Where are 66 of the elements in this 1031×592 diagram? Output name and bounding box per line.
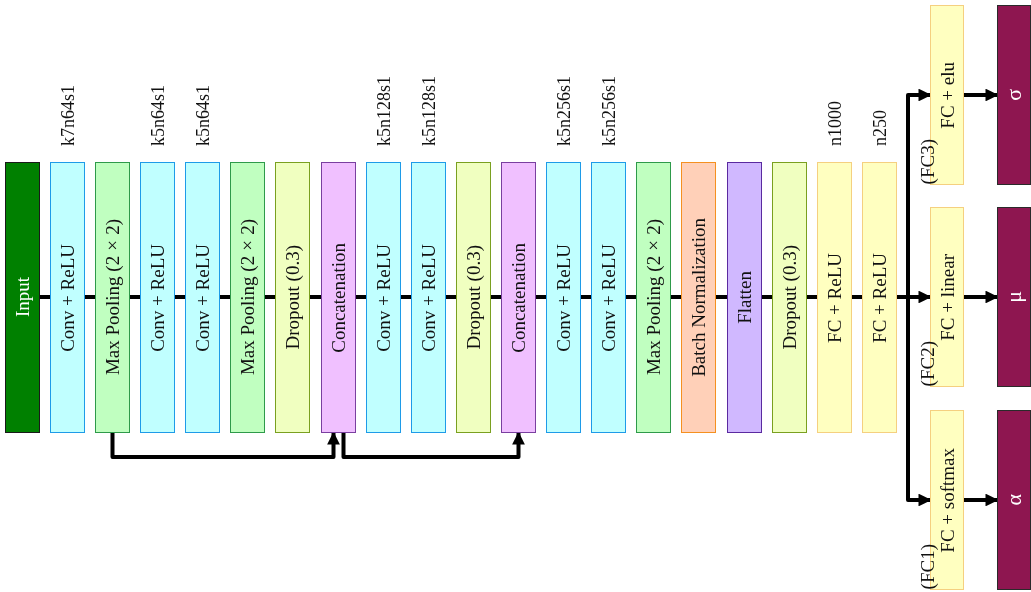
layer-box	[636, 162, 671, 433]
layer-param-label: k5n64s1	[148, 85, 167, 146]
layer-box	[140, 162, 175, 433]
layer-param-label: k5n256s1	[599, 76, 618, 146]
layer-box	[95, 162, 130, 433]
layer-box	[772, 162, 807, 433]
layer-param-label: k5n256s1	[554, 76, 573, 146]
layer-label: Concatenation	[329, 242, 348, 353]
layer-label: Batch Normalization	[689, 218, 708, 377]
output-symbol: α	[1003, 494, 1025, 506]
layer-box	[411, 162, 446, 433]
arrow	[964, 290, 999, 304]
layer-box	[817, 162, 852, 433]
layer-heading: (FC1)	[918, 543, 937, 589]
layer-param-label: k5n128s1	[374, 76, 393, 146]
layer-label: Flatten	[735, 271, 754, 324]
layer-label: FC + softmax	[937, 447, 957, 553]
layer-label: FC + ReLU	[870, 252, 889, 343]
layer-box	[501, 162, 536, 433]
layer-box	[591, 162, 626, 433]
layer-label: Conv + ReLU	[193, 243, 212, 352]
layer-label: Conv + ReLU	[554, 243, 573, 352]
layer-box	[727, 162, 762, 433]
layer-box	[50, 162, 85, 433]
arrow	[964, 493, 999, 507]
input-box	[5, 162, 40, 433]
arrow	[964, 88, 999, 102]
layer-param-label: n1000	[825, 101, 844, 146]
layer-heading: (FC3)	[918, 138, 937, 184]
layer-label: Dropout (0.3)	[464, 245, 483, 350]
layer-label: Conv + ReLU	[148, 243, 167, 352]
layer-box	[456, 162, 491, 433]
layer-label: FC + elu	[937, 61, 957, 129]
layer-label: FC + linear	[937, 253, 957, 341]
layer-label: Dropout (0.3)	[283, 245, 302, 350]
layer-box	[321, 162, 356, 433]
layer-label: Dropout (0.3)	[780, 245, 799, 350]
layer-box	[366, 162, 401, 433]
layer-label: Max Pooling (2×2)	[644, 219, 663, 376]
layer-box	[230, 162, 265, 433]
layer-label: Max Pooling (2×2)	[238, 219, 257, 376]
layer-box	[185, 162, 220, 433]
layer-label: Conv + ReLU	[419, 243, 438, 352]
layer-label: Conv + ReLU	[599, 243, 618, 352]
layer-label: Max Pooling (2×2)	[103, 219, 122, 376]
layer-label: FC + ReLU	[825, 252, 844, 343]
layer-label: Concatenation	[509, 242, 528, 353]
output-box	[997, 5, 1031, 185]
layer-param-label: n250	[870, 110, 889, 146]
output-symbol: σ	[1003, 89, 1025, 101]
layer-param-label: k5n128s1	[419, 76, 438, 146]
layer-label: Input	[13, 277, 32, 318]
layer-label: Conv + ReLU	[58, 243, 77, 352]
layer-label: Conv + ReLU	[374, 243, 393, 352]
layer-box	[546, 162, 581, 433]
layer-heading: (FC2)	[918, 340, 937, 386]
layer-param-label: k5n64s1	[193, 85, 212, 146]
layer-box	[681, 162, 716, 433]
arrow	[110, 431, 340, 459]
layer-box	[862, 162, 897, 433]
output-box	[997, 207, 1031, 387]
output-box	[997, 410, 1031, 590]
arrow	[341, 431, 525, 459]
layer-param-label: k7n64s1	[58, 85, 77, 146]
layer-box	[275, 162, 310, 433]
output-symbol: μ	[1003, 291, 1025, 303]
